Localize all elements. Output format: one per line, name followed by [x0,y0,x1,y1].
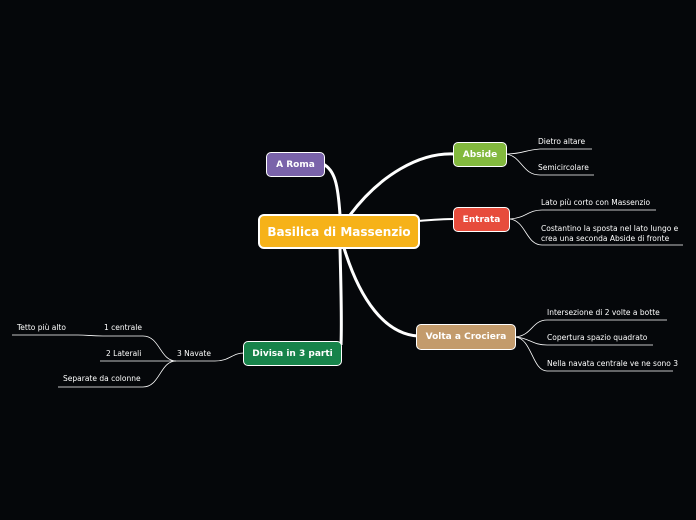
link-abside-1 [505,148,592,155]
leaf-costantino[interactable]: Costantino la sposta nel lato lungo e cr… [541,224,683,244]
link-abside-2 [505,153,594,176]
link-a-roma [322,162,342,216]
leaf-semicircolare-label: Semicircolare [538,163,589,172]
node-a-roma-label: A Roma [276,159,315,170]
link-entrata-1 [509,209,656,220]
leaf-separate-da-colonne[interactable]: Separate da colonne [63,374,141,384]
node-abside[interactable]: Abside [453,142,507,167]
link-centrale-tetto [12,334,104,337]
link-volta [342,247,419,338]
node-entrata[interactable]: Entrata [453,207,510,232]
link-entrata-2 [509,218,683,246]
central-node[interactable]: Basilica di Massenzio [258,214,420,249]
leaf-intersezione-label: Intersezione di 2 volte a botte [547,308,660,317]
central-node-label: Basilica di Massenzio [267,224,411,239]
leaf-tetto-piu-alto[interactable]: Tetto più alto [17,323,66,333]
link-volta-1 [514,319,667,338]
leaf-lato-piu-corto-label: Lato più corto con Massenzio [541,198,651,207]
link-volta-3 [514,336,673,372]
link-navate-1 [103,335,177,362]
leaf-navata-centrale[interactable]: Nella navata centrale ve ne sono 3 [547,359,678,369]
leaf-lato-piu-corto[interactable]: Lato più corto con Massenzio [541,198,650,208]
link-volta-2 [514,336,653,346]
leaf-2-laterali[interactable]: 2 Laterali [106,349,141,359]
leaf-1-centrale-label: 1 centrale [104,323,142,332]
link-entrata [417,218,456,222]
link-divisa [338,247,343,346]
node-a-roma[interactable]: A Roma [266,152,325,177]
leaf-separate-da-colonne-label: Separate da colonne [63,374,141,383]
leaf-3-navate[interactable]: 3 Navate [177,349,211,359]
leaf-1-centrale[interactable]: 1 centrale [104,323,142,333]
leaf-dietro-altare[interactable]: Dietro altare [538,137,585,147]
leaf-copertura-label: Copertura spazio quadrato [547,333,648,342]
link-divisa-navate [176,352,245,362]
leaf-3-navate-label: 3 Navate [177,349,211,358]
node-volta-a-crociera[interactable]: Volta a Crociera [416,324,516,350]
leaf-semicircolare[interactable]: Semicircolare [538,163,589,173]
leaf-2-laterali-label: 2 Laterali [106,349,142,358]
leaf-copertura[interactable]: Copertura spazio quadrato [547,333,647,343]
leaf-intersezione[interactable]: Intersezione di 2 volte a botte [547,308,660,318]
leaf-tetto-piu-alto-label: Tetto più alto [17,323,66,332]
link-abside [348,152,456,216]
leaf-dietro-altare-label: Dietro altare [538,137,586,146]
node-divisa-in-3-parti[interactable]: Divisa in 3 parti [243,341,342,366]
node-divisa-label: Divisa in 3 parti [252,348,333,359]
node-entrata-label: Entrata [462,214,501,225]
node-volta-label: Volta a Crociera [425,332,507,342]
leaf-navata-centrale-label: Nella navata centrale ve ne sono 3 [547,359,679,368]
leaf-costantino-label: Costantino la sposta nel lato lungo e cr… [541,224,679,243]
node-abside-label: Abside [462,149,498,160]
link-navate-3 [58,360,177,388]
